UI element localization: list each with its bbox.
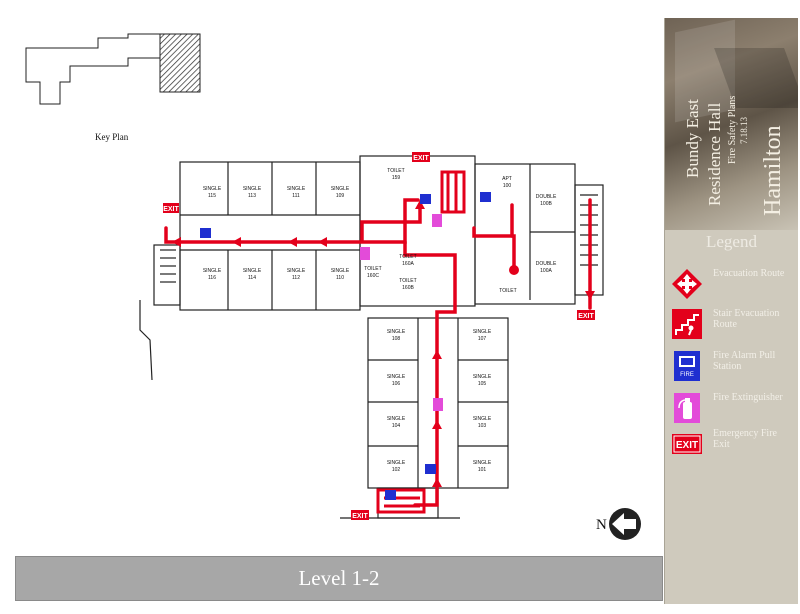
svg-text:111: 111	[292, 193, 300, 199]
building-name-line1: Bundy East	[683, 99, 702, 178]
svg-text:DOUBLE: DOUBLE	[536, 261, 557, 267]
svg-text:103: 103	[478, 423, 487, 429]
building-walls	[139, 155, 604, 519]
compass-label: N	[596, 517, 607, 533]
svg-text:159: 159	[392, 175, 401, 181]
svg-text:100: 100	[503, 183, 512, 189]
route-arrows	[172, 200, 595, 487]
svg-text:FIRE: FIRE	[680, 372, 694, 378]
svg-text:EXIT: EXIT	[413, 155, 429, 162]
plan-subtitle: Fire Safety Plans	[727, 95, 738, 164]
svg-text:115: 115	[208, 193, 216, 199]
legend-label-stair: Stair Evacuation Route	[713, 308, 780, 330]
evacuation-route-icon	[672, 269, 702, 299]
svg-text:113: 113	[248, 193, 256, 199]
svg-text:114: 114	[248, 275, 256, 281]
legend-item-stair: Stair Evacuation Route	[671, 308, 796, 348]
svg-text:SINGLE: SINGLE	[287, 186, 306, 192]
north-compass: N	[596, 508, 641, 540]
svg-text:160A: 160A	[402, 261, 414, 267]
legend-sidebar: Bundy East Residence Hall Fire Safety Pl…	[664, 18, 798, 604]
svg-text:101: 101	[478, 467, 487, 473]
svg-text:SINGLE: SINGLE	[203, 268, 222, 274]
svg-text:100A: 100A	[540, 268, 552, 274]
evacuation-route	[164, 198, 592, 507]
exit-signs: EXIT EXIT EXIT EXIT	[163, 152, 595, 520]
fire-extinguishers	[360, 214, 443, 411]
legend-label-extinguisher: Fire Extinguisher	[713, 392, 783, 403]
svg-text:SINGLE: SINGLE	[203, 186, 222, 192]
svg-text:110: 110	[336, 275, 344, 281]
svg-text:SINGLE: SINGLE	[331, 186, 350, 192]
school-name: Hamilton	[760, 125, 786, 216]
svg-text:109: 109	[336, 193, 345, 199]
svg-text:APT: APT	[502, 176, 512, 182]
svg-text:EXIT: EXIT	[352, 513, 368, 520]
svg-text:TOILET: TOILET	[399, 278, 416, 284]
svg-text:EXIT: EXIT	[676, 440, 698, 451]
svg-text:TOILET: TOILET	[399, 254, 416, 260]
svg-text:116: 116	[208, 275, 216, 281]
legend-item-evacuation: Evacuation Route	[671, 268, 796, 308]
svg-text:DOUBLE: DOUBLE	[536, 194, 557, 200]
svg-text:108: 108	[392, 336, 401, 342]
key-plan-label: Key Plan	[95, 132, 129, 142]
svg-text:104: 104	[392, 423, 401, 429]
svg-text:SINGLE: SINGLE	[473, 416, 492, 422]
legend-item-alarm: FIRE Fire Alarm Pull Station	[671, 350, 796, 390]
stair-evacuation-icon	[672, 309, 702, 339]
svg-text:SINGLE: SINGLE	[387, 416, 406, 422]
svg-text:112: 112	[292, 275, 300, 281]
title-banner: Bundy East Residence Hall Fire Safety Pl…	[665, 18, 798, 230]
legend-label-evacuation: Evacuation Route	[713, 268, 785, 279]
svg-text:SINGLE: SINGLE	[473, 460, 492, 466]
svg-text:EXIT: EXIT	[163, 206, 179, 213]
assembly-marker-icon	[509, 265, 519, 275]
svg-text:105: 105	[478, 381, 487, 387]
svg-text:160C: 160C	[367, 273, 379, 279]
legend-label-exit: Emergency Fire Exit	[713, 428, 777, 450]
svg-text:102: 102	[392, 467, 401, 473]
svg-text:EXIT: EXIT	[578, 313, 594, 320]
stair-evacuation-route	[376, 170, 466, 514]
svg-text:SINGLE: SINGLE	[287, 268, 306, 274]
legend-item-exit: EXIT Emergency Fire Exit	[671, 428, 796, 468]
svg-text:SINGLE: SINGLE	[387, 329, 406, 335]
svg-text:160B: 160B	[402, 285, 414, 291]
emergency-exit-icon: EXIT	[672, 434, 702, 454]
svg-text:TOILET: TOILET	[387, 168, 404, 174]
svg-text:107: 107	[478, 336, 487, 342]
key-plan	[25, 33, 201, 105]
building-name-line2: Residence Hall	[705, 102, 724, 206]
legend-label-alarm: Fire Alarm Pull Station	[713, 350, 776, 372]
svg-text:SINGLE: SINGLE	[243, 186, 262, 192]
svg-text:SINGLE: SINGLE	[387, 460, 406, 466]
svg-text:100B: 100B	[540, 201, 552, 207]
fire-alarm-stations	[200, 192, 491, 500]
legend-title: Legend	[706, 232, 757, 251]
svg-text:106: 106	[392, 381, 401, 387]
svg-text:SINGLE: SINGLE	[243, 268, 262, 274]
svg-text:TOILET: TOILET	[499, 288, 516, 294]
svg-text:SINGLE: SINGLE	[473, 329, 492, 335]
plan-date: 7.18.13	[739, 117, 749, 144]
svg-text:TOILET: TOILET	[364, 266, 381, 272]
fire-alarm-icon: FIRE	[674, 351, 700, 381]
fire-extinguisher-icon	[674, 393, 700, 423]
level-bar: Level 1-2	[15, 556, 663, 601]
svg-text:SINGLE: SINGLE	[387, 374, 406, 380]
svg-text:SINGLE: SINGLE	[331, 268, 350, 274]
svg-text:SINGLE: SINGLE	[473, 374, 492, 380]
level-label: Level 1-2	[298, 566, 380, 590]
legend-item-extinguisher: Fire Extinguisher	[671, 392, 796, 432]
